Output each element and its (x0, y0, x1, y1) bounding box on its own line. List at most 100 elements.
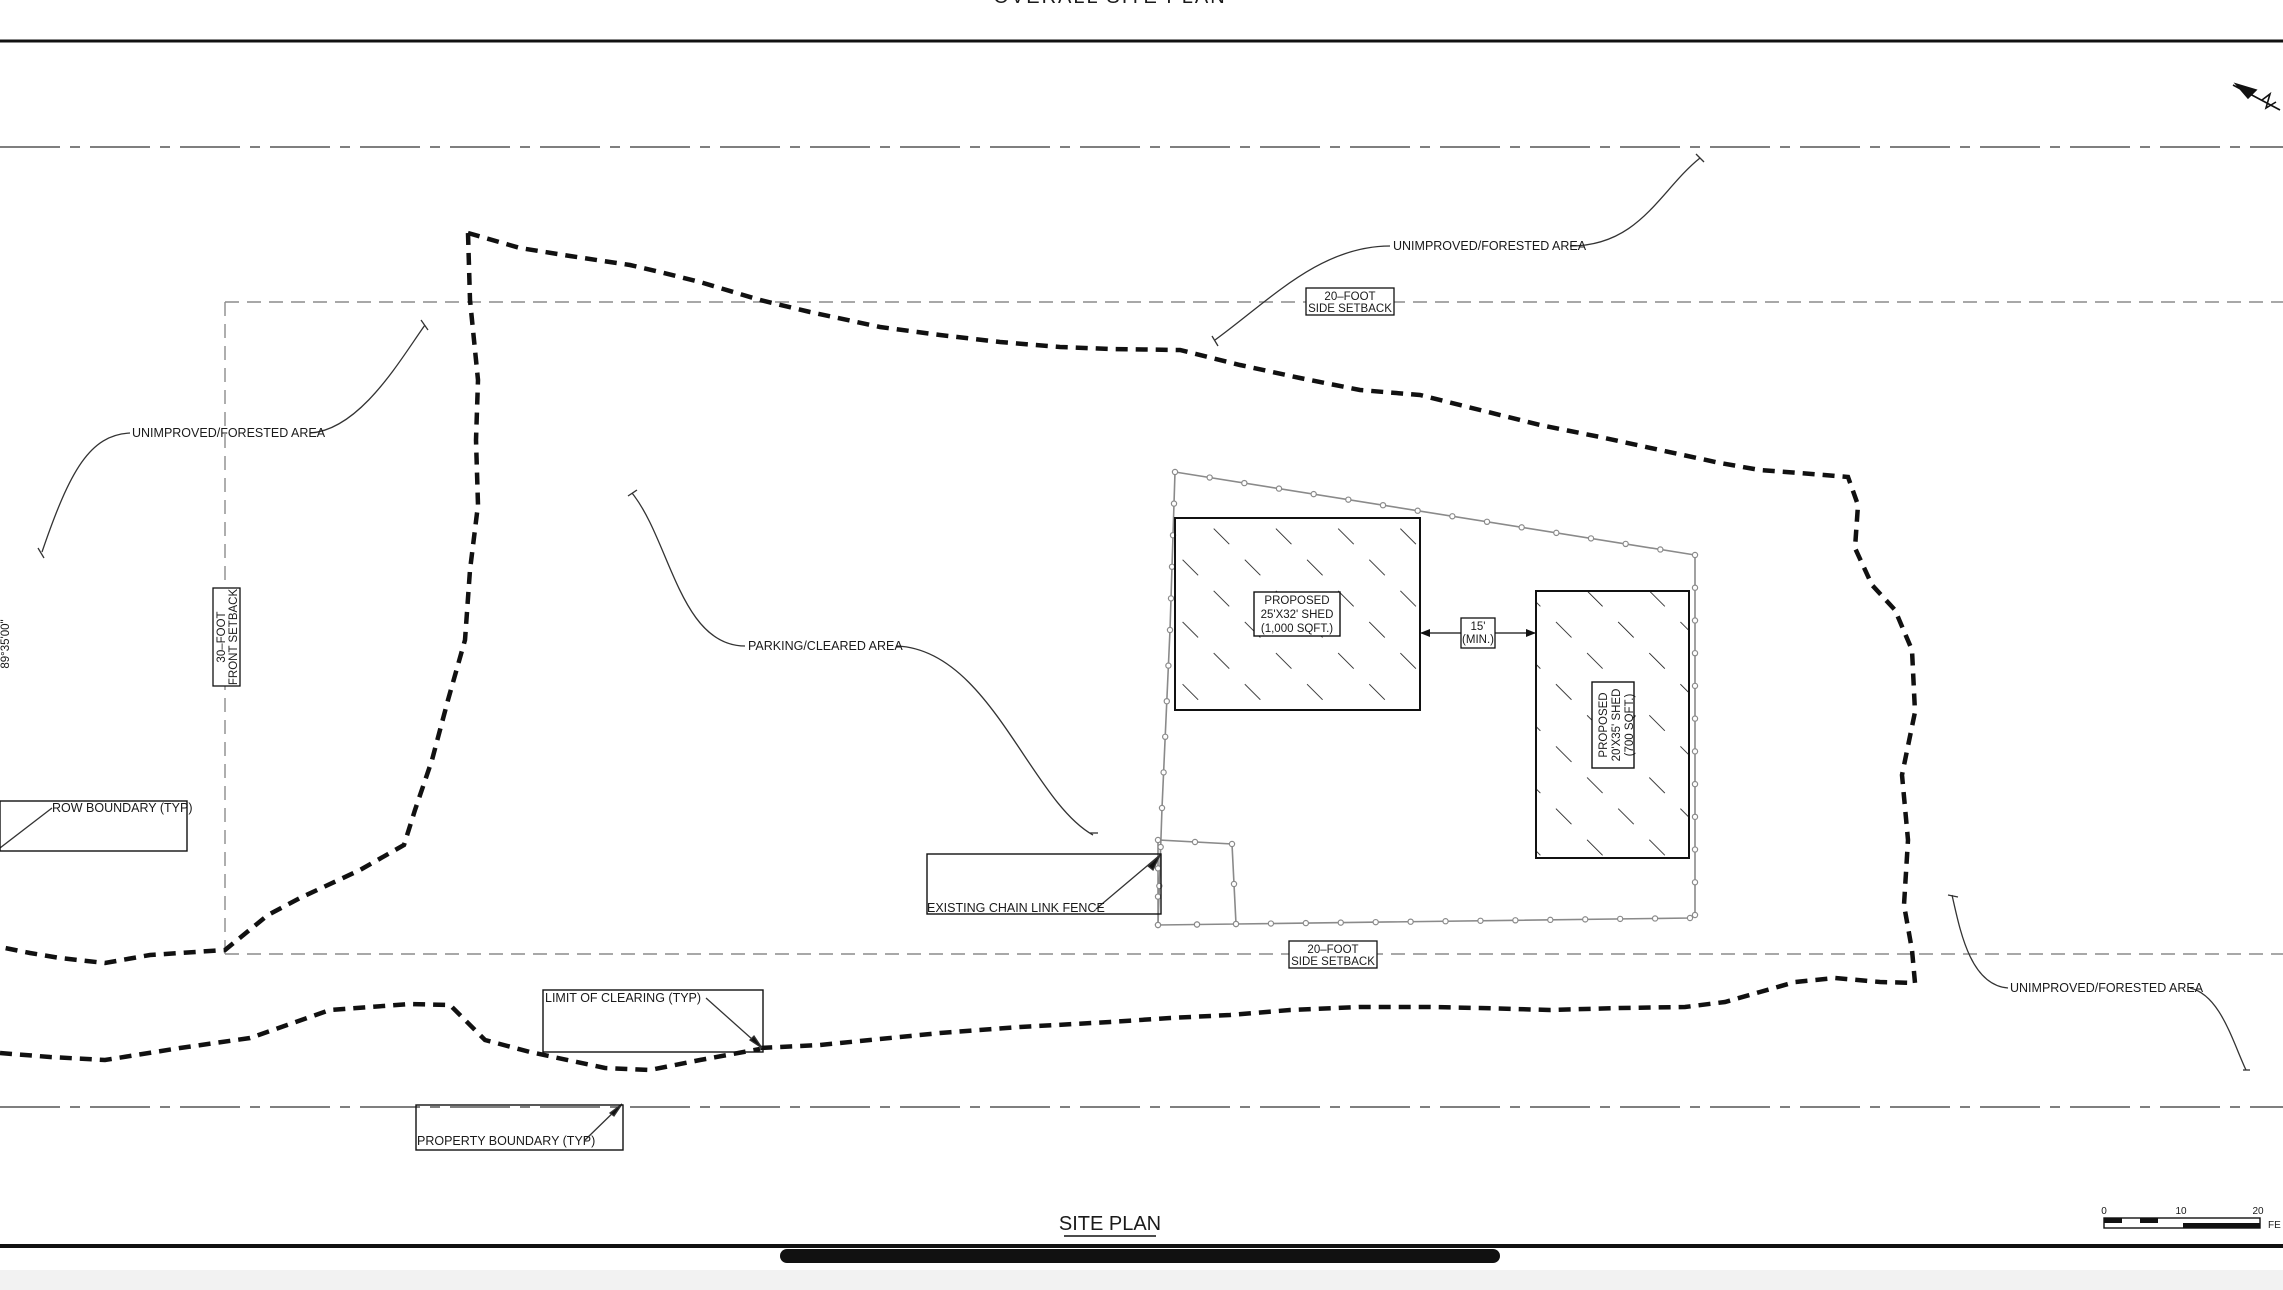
shed-small-line2: 20'X35' SHED (1611, 689, 1623, 762)
side-setback-top-line2: SIDE SETBACK (1308, 303, 1392, 315)
fence-post (1275, 485, 1283, 492)
leader-lines (0, 153, 2250, 1141)
fence-post (1168, 563, 1176, 571)
side-setback-top-line1: 20–FOOT (1324, 291, 1375, 303)
spacing-label-2: (MIN.) (1462, 634, 1494, 646)
fence-post (1691, 584, 1699, 591)
fence-post (1686, 914, 1694, 922)
fence-post (1518, 524, 1525, 531)
label-forest-top: UNIMPROVED/FORESTED AREA (1393, 239, 1587, 253)
fence-post (1547, 916, 1554, 924)
fence-post (1651, 915, 1659, 922)
fence-post (1163, 698, 1171, 705)
side-setback-top-label: 20–FOOT SIDE SETBACK (1305, 287, 1395, 316)
label-forest-right: UNIMPROVED/FORESTED AREA (2010, 981, 2204, 995)
fence-post (1154, 865, 1162, 872)
fence-post (1582, 916, 1589, 923)
fence-post (1379, 502, 1387, 509)
scale-tick-20: 20 (2252, 1206, 2264, 1217)
fence-post (1616, 915, 1624, 923)
shed-small-line1: PROPOSED (1598, 692, 1610, 757)
fence-post (1171, 468, 1179, 476)
fence-post (1512, 917, 1519, 924)
proposed-shed-small: PROPOSED 20'X35' SHED (700 SQFT.) (1535, 590, 1690, 859)
side-setback-bottom-line1: 20–FOOT (1307, 944, 1358, 956)
fence-post (1414, 507, 1421, 514)
fence-posts (1154, 468, 1699, 929)
fence-post (1166, 626, 1174, 634)
row-boundary-callout: ROW BOUNDARY (TYP) (0, 800, 193, 852)
fence-post (1657, 546, 1664, 553)
fence-post (1691, 748, 1699, 755)
scale-unit: FE (2268, 1220, 2281, 1231)
fence-post (1477, 917, 1484, 924)
fence-post (1691, 649, 1699, 657)
fence-post (1191, 838, 1199, 846)
fence-post (1170, 500, 1178, 507)
fence-post (1691, 551, 1699, 559)
fence-post (1165, 662, 1172, 669)
scale-tick-0: 0 (2101, 1206, 2107, 1217)
scale-bar: 0 10 20 FE (2101, 1206, 2281, 1231)
fence-post (1302, 919, 1310, 927)
limit-of-clearing-main (467, 230, 1918, 1051)
fence-post (1691, 846, 1699, 853)
fence-post (1206, 474, 1213, 481)
scale-tick-10: 10 (2175, 1206, 2187, 1217)
fence-post (1691, 780, 1699, 788)
fence-post (1267, 920, 1275, 927)
fence-post (1622, 540, 1629, 548)
bearing-label: 89°35'00" (0, 619, 12, 668)
fence-post (1691, 682, 1699, 690)
fence-post (1691, 879, 1699, 886)
fence-post (1157, 843, 1164, 851)
chain-link-fence-label: EXISTING CHAIN LINK FENCE (927, 901, 1105, 915)
fence-post (1345, 496, 1352, 503)
site-plan-title: SITE PLAN (1059, 1213, 1161, 1235)
fence-post (1337, 919, 1344, 926)
front-setback-line1: 30–FOOT (216, 611, 228, 662)
property-boundary-label: PROPERTY BOUNDARY (TYP) (417, 1134, 595, 1148)
shed-large-line3: (1,000 SQFT.) (1261, 623, 1333, 635)
home-indicator-bar[interactable] (780, 1249, 1500, 1263)
spacing-dimension: 15' (MIN.) (1420, 617, 1536, 649)
fence-post (1553, 529, 1560, 537)
limit-of-clearing-callout: LIMIT OF CLEARING (TYP) (542, 989, 764, 1053)
bottom-strip (0, 1270, 2283, 1290)
label-forest-left: UNIMPROVED/FORESTED AREA (132, 426, 326, 440)
property-boundary-callout: PROPERTY BOUNDARY (TYP) (415, 1104, 624, 1151)
fence-post (1160, 769, 1167, 776)
fence-post (1158, 804, 1166, 812)
fence-post (1587, 535, 1595, 542)
fence-post (1154, 893, 1162, 900)
fence-post (1161, 733, 1169, 741)
limit-of-clearing-bottom (0, 1001, 761, 1073)
limit-of-clearing-label: LIMIT OF CLEARING (TYP) (545, 991, 701, 1005)
fence-post (1232, 920, 1240, 928)
chain-link-fence-callout: EXISTING CHAIN LINK FENCE (926, 853, 1162, 915)
side-setback-bottom-line2: SIDE SETBACK (1291, 956, 1375, 968)
fence-post (1691, 911, 1699, 919)
spacing-label-1: 15' (1471, 621, 1486, 633)
shed-large-line1: PROPOSED (1264, 595, 1329, 607)
front-setback-label: 30–FOOT FRONT SETBACK (212, 587, 241, 687)
row-boundary-label: ROW BOUNDARY (TYP) (52, 801, 193, 815)
fence-post (1167, 595, 1175, 602)
fence-post (1407, 918, 1414, 925)
fence-post (1442, 918, 1449, 925)
shed-large-line2: 25'X32' SHED (1261, 609, 1334, 621)
fence-post (1228, 840, 1236, 848)
fence-post (1241, 479, 1248, 487)
fence-post (1154, 836, 1162, 844)
fence-post (1691, 617, 1699, 624)
fence-post (1310, 490, 1317, 498)
fence-post (1230, 880, 1238, 888)
side-setback-bottom-label: 20–FOOT SIDE SETBACK (1288, 940, 1378, 969)
fence-post (1691, 813, 1699, 821)
fence-post (1449, 513, 1456, 520)
proposed-shed-large: PROPOSED 25'X32' SHED (1,000 SQFT.) (1174, 517, 1421, 711)
north-arrow-icon (2232, 82, 2281, 111)
limit-of-clearing-left (0, 232, 481, 966)
fence-post (1483, 518, 1491, 526)
